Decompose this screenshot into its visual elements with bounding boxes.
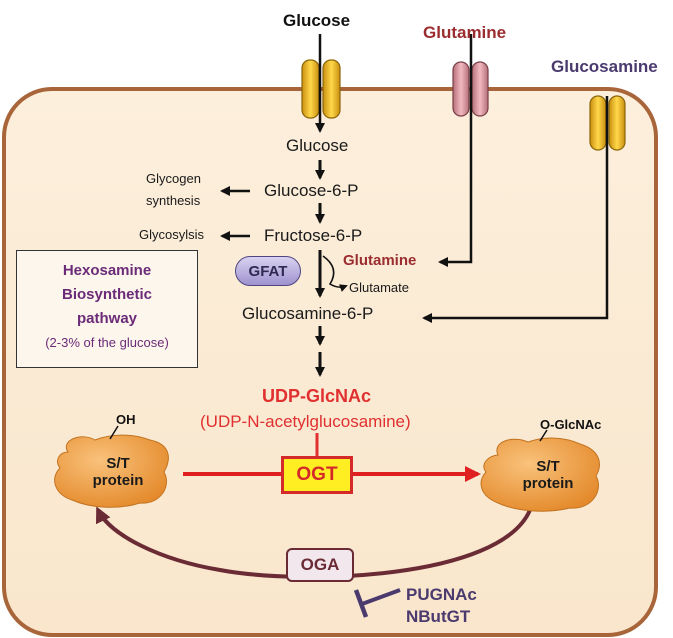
inhibitor-bar xyxy=(353,589,369,618)
protein-left-line2: protein xyxy=(92,472,144,489)
ogt-enzyme: OGT xyxy=(281,456,353,494)
protein-left-line1: S/T xyxy=(106,455,130,472)
oh-group-label: OH xyxy=(116,412,136,427)
oglcnac-group-label: O-GlcNAc xyxy=(540,417,602,432)
protein-left-blob xyxy=(54,434,169,508)
glutamine-nutrient-label: Glutamine xyxy=(423,23,507,42)
hbp-title-line1: Hexosamine xyxy=(62,262,152,279)
glycogen-label-line1: Glycogen xyxy=(146,171,201,186)
glucose-label: Glucose xyxy=(286,136,349,155)
inhibitor-labels: PUGNAc NButGT xyxy=(406,584,477,628)
oh-bond xyxy=(109,425,119,440)
glucosamine-6-p-label: Glucosamine-6-P xyxy=(242,304,374,323)
glutamine-substrate-label: Glutamine xyxy=(343,252,417,269)
glycogen-label-line2: synthesis xyxy=(146,193,201,208)
oga-enzyme: OGA xyxy=(286,548,354,582)
gfat-enzyme: GFAT xyxy=(235,256,301,286)
glutamate-curve xyxy=(322,255,348,292)
glucosamine-route xyxy=(422,96,609,323)
glucose-nutrient-label: Glucose xyxy=(283,11,351,30)
fructose-6-p-label: Fructose-6-P xyxy=(264,226,363,245)
protein-right-label: S/T protein xyxy=(508,458,588,492)
udp-glcnac-fullname: (UDP-N-acetylglucosamine) xyxy=(200,412,411,431)
hbp-title-line3: pathway xyxy=(76,310,137,327)
hbp-note: (2-3% of the glucose) xyxy=(45,335,169,350)
pugnac-label: PUGNAc xyxy=(406,585,477,604)
protein-right-line1: S/T xyxy=(536,458,560,475)
glucose-6-p-label: Glucose-6-P xyxy=(264,181,359,200)
protein-right-line2: protein xyxy=(522,475,574,492)
protein-right-blob xyxy=(480,437,600,512)
glycosylsis-label: Glycosylsis xyxy=(139,227,205,242)
glutamate-label: Glutamate xyxy=(349,280,409,295)
nbutgt-label: NButGT xyxy=(406,607,471,626)
protein-left-label: S/T protein xyxy=(78,455,158,489)
oglcnac-bond xyxy=(539,429,548,442)
hbp-title-line2: Biosynthetic xyxy=(61,286,152,303)
glucosamine-transporter xyxy=(589,95,626,151)
udp-glcnac-label: UDP-GlcNAc xyxy=(262,386,372,406)
inhibitor-line xyxy=(361,588,401,606)
oga-arrow xyxy=(95,506,532,579)
glucosamine-nutrient-label: Glucosamine xyxy=(551,57,658,76)
glutamine-route xyxy=(438,34,473,267)
hbp-info-box: Hexosamine Biosynthetic pathway (2-3% of… xyxy=(16,250,198,368)
